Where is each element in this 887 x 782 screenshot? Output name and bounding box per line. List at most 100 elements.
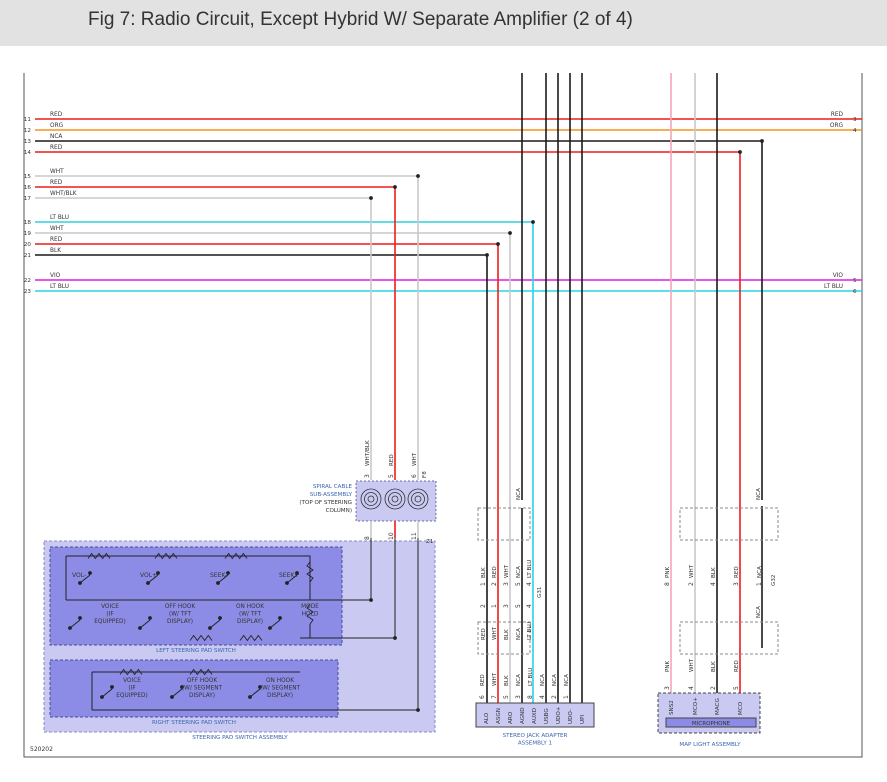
spiral-top-label-1: RED [389, 454, 395, 466]
stereo-bottom-pin-6: 2 [551, 695, 558, 699]
wire-label-20: RED [50, 237, 63, 243]
wire-label-14: RED [50, 145, 63, 151]
stereo-signal-0: ALO [484, 712, 490, 724]
spiral-coil [364, 492, 378, 506]
spiral-note-1: COLUMN) [326, 508, 352, 514]
left-switch-label: LEFT STEERING PAD SWITCH [156, 648, 236, 654]
map-upper-pin-3: 3 [733, 582, 740, 586]
stereo-lower-pin-4: 4 [526, 604, 533, 608]
right-mode-1-1: (W/ SEGMENT [182, 686, 223, 692]
wire-label-19: WHT [50, 226, 64, 232]
stereo-name-1: ASSEMBLY 1 [518, 741, 553, 747]
left-mode-2-2: DISPLAY) [237, 619, 263, 625]
wire-number-15: 15 [24, 174, 32, 180]
stereo-signal-7: UDO- [568, 709, 574, 724]
stereo-bottom-pin-7: 1 [563, 695, 570, 699]
switch-3-contact [295, 571, 299, 575]
spiral-top-label-0: WHT/BLK [365, 440, 371, 466]
right-mode-2-1: (W/ SEGMENT [260, 686, 301, 692]
switch-0-contact [88, 571, 92, 575]
right-switch-2-blade [249, 688, 261, 698]
resistor [224, 552, 248, 560]
stereo-lower-pin-3: 5 [515, 604, 522, 608]
map-upper-label-2: BLK [711, 567, 717, 578]
wire-label-15: WHT [50, 169, 64, 175]
stereo-upper-label-2: WHT [504, 564, 510, 578]
map-upper-pin-0: 8 [664, 582, 671, 586]
right-switch-1-blade [171, 688, 183, 698]
stereo-signal-5: USBG [544, 708, 550, 724]
map-upper-pin-1: 2 [688, 582, 695, 586]
map-signal-1: MCO+ [693, 697, 699, 715]
right-wire-number-4: 4 [853, 128, 857, 134]
stereo-upper-label-0: BLK [481, 567, 487, 578]
stereo-bottom-label-2: BLK [504, 675, 510, 686]
stereo-lower-label-1: WHT [492, 626, 498, 640]
steering-assembly-label: STEERING PAD SWITCH ASSEMBLY [192, 735, 288, 741]
junction-dot [531, 220, 535, 224]
stereo-upper-label-3: NCA [516, 566, 522, 578]
map-bottom-pin-0: 3 [664, 686, 671, 690]
wire-number-20: 20 [24, 242, 32, 248]
mode-switch-0-contact [78, 616, 82, 620]
stereo-upper-pin-0: 1 [480, 582, 487, 586]
left-switch-box [49, 546, 343, 646]
microphone-label: MICROPHONE [692, 721, 731, 727]
spiral-top-pin-5: 5 [388, 474, 395, 478]
wire-number-12: 12 [24, 128, 31, 134]
right-switch-2-contact [258, 685, 262, 689]
wire-label-13: NCA [50, 134, 62, 140]
left-mode-1-0: OFF HOOK [165, 604, 196, 610]
stereo-connector-upper [477, 507, 531, 541]
junction-dot [485, 253, 489, 257]
spiral-bottom-pin-11: 11 [411, 532, 418, 540]
spiral-connector-bottom: Z1 [426, 539, 434, 545]
wire-label-11: RED [50, 112, 63, 118]
spiral-coil [407, 488, 429, 510]
resistor-vertical [306, 603, 314, 625]
junction-dot [496, 242, 500, 246]
right-mode-1-0: OFF HOOK [187, 678, 218, 684]
map-bottom-label-0: PNK [665, 660, 671, 672]
wire-label-18: LT BLU [50, 215, 69, 221]
figure-id: 520202 [30, 746, 53, 753]
map-bottom-label-1: WHT [689, 658, 695, 672]
mode-switch-3-contact [278, 616, 282, 620]
microphone-box [665, 717, 757, 728]
resistor [189, 668, 213, 676]
map-connector-id: G32 [771, 575, 777, 586]
mode-switch-3-blade [269, 619, 281, 629]
map-top-label: NCA [756, 488, 762, 500]
map-signal-0: SNS2 [669, 700, 675, 715]
wire-number-16: 16 [24, 185, 32, 191]
spiral-top-pin-3: 3 [364, 474, 371, 478]
stereo-bottom-label-1: WHT [492, 672, 498, 686]
switch-0-blade [79, 574, 91, 584]
stereo-bottom-pin-4: 8 [527, 695, 534, 699]
right-mode-0-0: VOICE [123, 678, 141, 684]
stereo-signal-3: AGND [520, 707, 526, 724]
stereo-bottom-label-5: NCA [540, 674, 546, 686]
stereo-bottom-label-6: NCA [552, 674, 558, 686]
map-bottom-pin-1: 4 [688, 686, 695, 690]
junction-dot [508, 231, 512, 235]
junction-dot [369, 196, 373, 200]
map-bottom-pin-2: 2 [710, 686, 717, 690]
right-switch-0-blade [101, 688, 113, 698]
stereo-lower-label-0: RED [481, 628, 487, 640]
wire-number-19: 19 [24, 231, 32, 237]
stereo-upper-label-4: LT BLU [527, 560, 533, 578]
left-mode-2-0: ON HOOK [236, 604, 264, 610]
resistor [119, 668, 143, 676]
wire-number-23: 23 [24, 289, 32, 295]
stereo-signal-8: UPI [580, 715, 586, 724]
stereo-bottom-pin-3: 3 [515, 695, 522, 699]
left-mode-3-0: MODE [301, 604, 319, 610]
left-button-0: VOL- [72, 572, 86, 579]
figure-title: Fig 7: Radio Circuit, Except Hybrid W/ S… [88, 9, 633, 30]
right-wire-number-6: 6 [853, 289, 857, 295]
switch-1-blade [147, 574, 159, 584]
left-button-3: SEEK+ [279, 572, 299, 579]
map-upper-label-0: PNK [665, 566, 671, 578]
labels: 52020211RED12ORG13NCA14RED15WHT16RED17WH… [24, 112, 857, 753]
